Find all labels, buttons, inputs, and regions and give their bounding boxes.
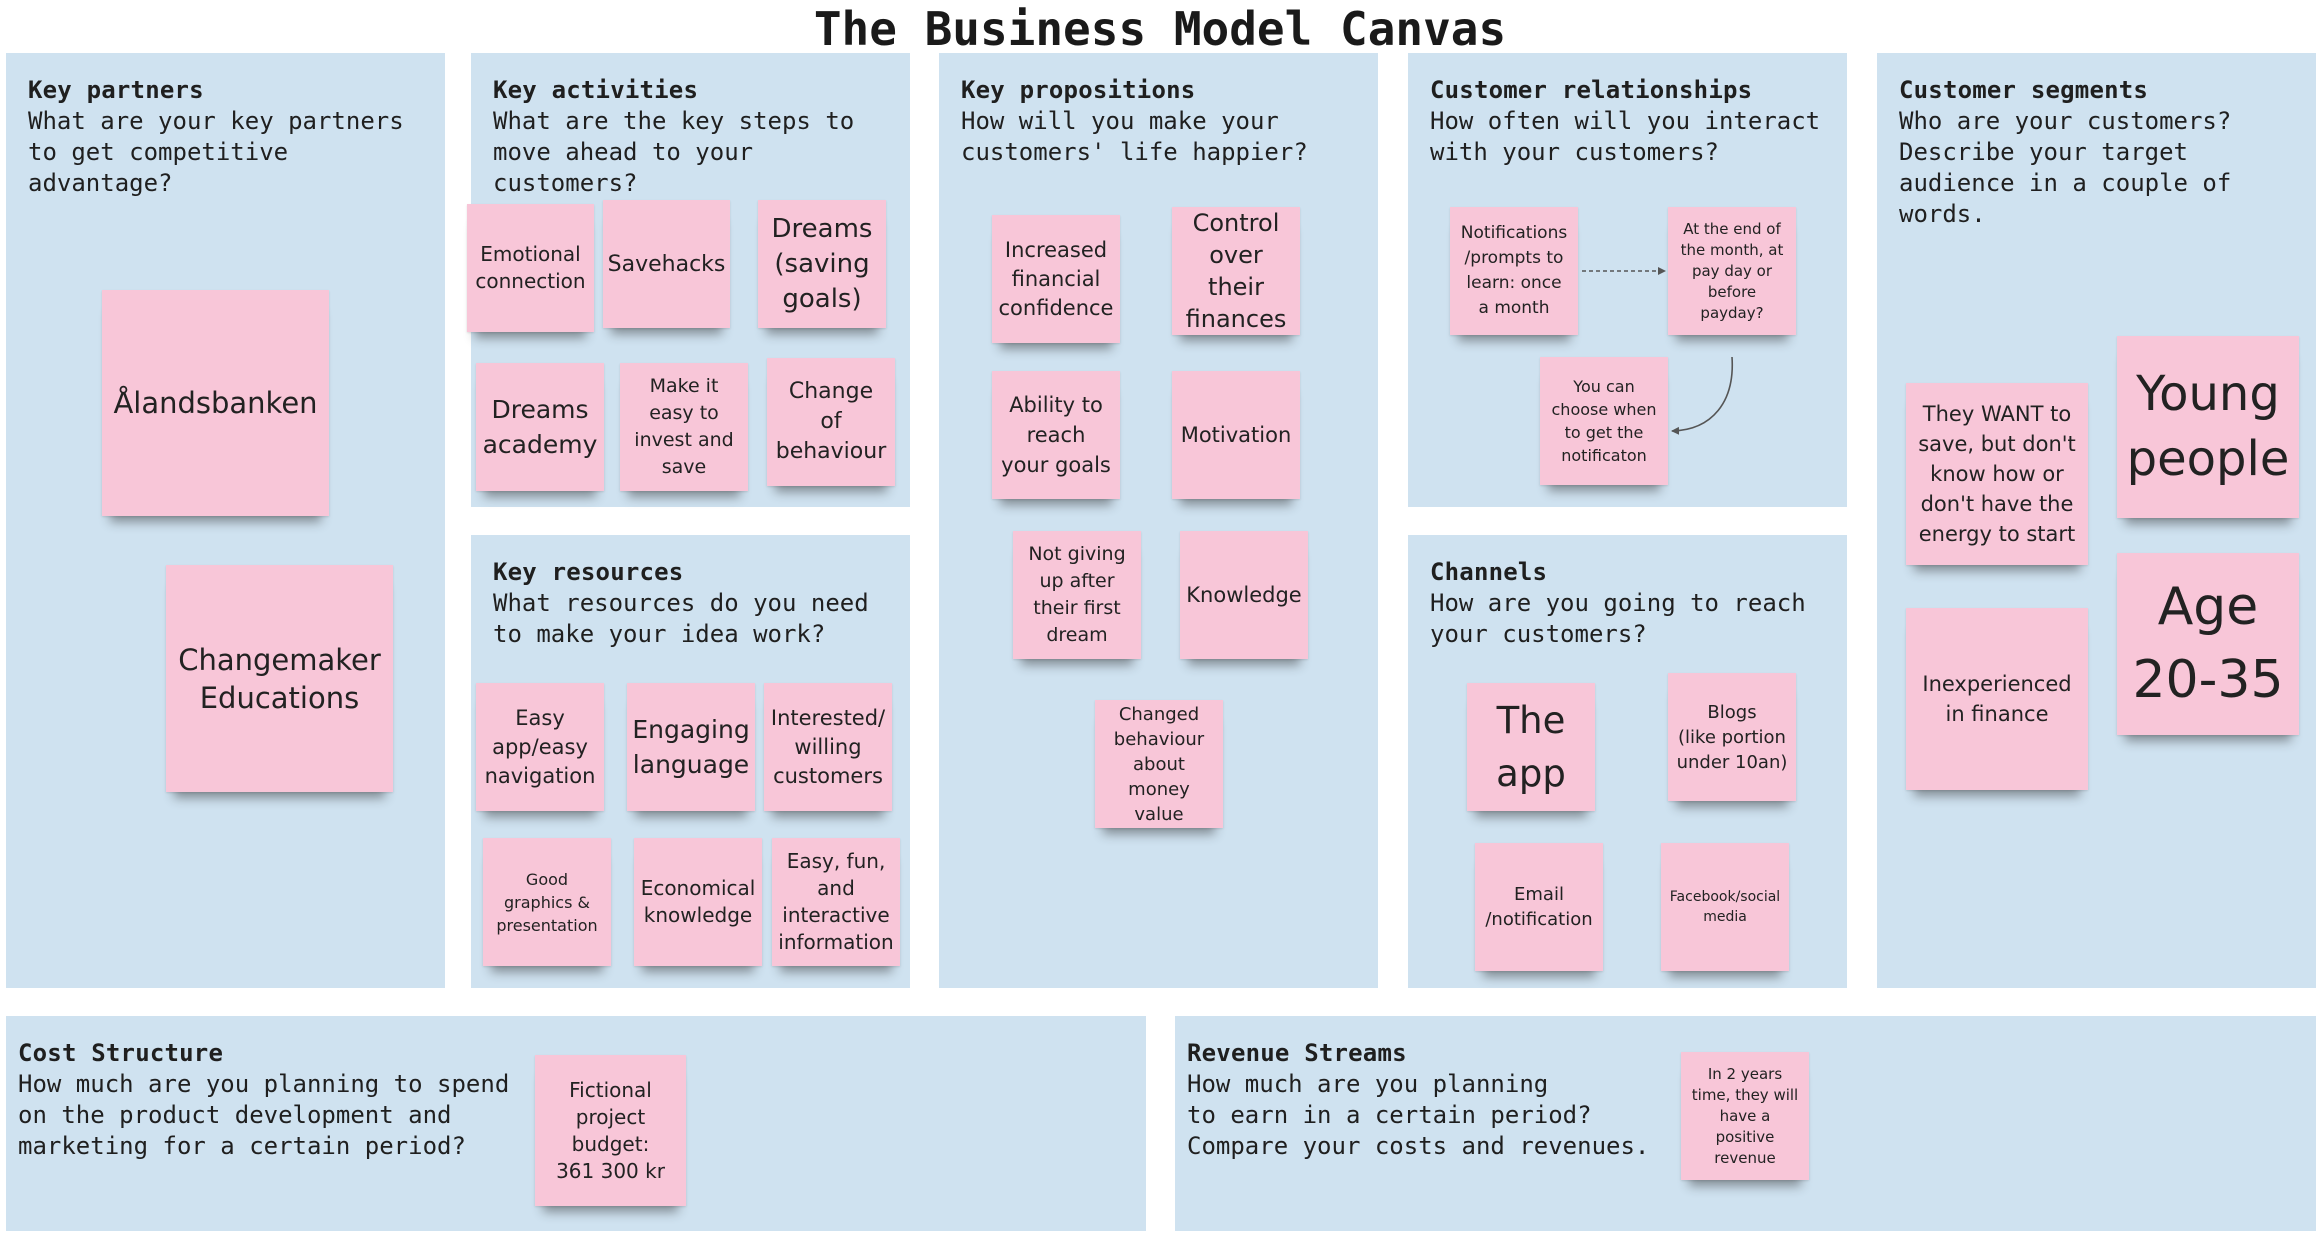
sticky-note[interactable]: Change of behaviour [767,358,895,486]
sticky-note[interactable]: Young people [2117,336,2299,518]
sticky-note[interactable]: At the end of the month, at pay day or b… [1668,207,1796,335]
sticky-note[interactable]: Dreams (saving goals) [758,200,886,328]
sticky-note[interactable]: Facebook/social media [1661,843,1789,971]
sticky-note[interactable]: Control over their finances [1172,207,1300,335]
section-prompt: Who are your customers? Describe your ta… [1899,107,2232,228]
sticky-note[interactable]: The app [1467,683,1595,811]
section-title: Key propositions [961,76,1196,104]
sticky-note[interactable]: Dreams academy [476,363,604,491]
section-prompt: How will you make your customers' life h… [961,107,1308,166]
section-prompt: What are your key partners to get compet… [28,107,404,197]
sticky-note[interactable]: Emotional connection [467,204,594,332]
sticky-note[interactable]: Ålandsbanken [102,290,329,516]
sticky-note[interactable]: Email /notification [1475,843,1603,971]
sticky-note[interactable]: They WANT to save, but don't know how or… [1906,383,2088,565]
section-prompt: How much are you planning to earn in a c… [1187,1070,1650,1160]
section-title: Cost Structure [18,1039,224,1067]
sticky-note[interactable]: Economical knowledge [634,838,762,966]
sticky-note[interactable]: Motivation [1172,371,1300,499]
sticky-note[interactable]: Engaging language [627,683,755,811]
sticky-note[interactable]: Inexperienced in finance [1906,608,2088,790]
section-prompt: How much are you planning to spend on th… [18,1070,510,1160]
section-customer-segments: Customer segments Who are your customers… [1877,53,2316,988]
sticky-note[interactable]: Fictional project budget: 361 300 kr [535,1055,686,1206]
section-title: Revenue Streams [1187,1039,1407,1067]
section-prompt: How often will you interact with your cu… [1430,107,1821,166]
sticky-note[interactable]: Savehacks [603,200,730,328]
sticky-note[interactable]: Notifications /prompts to learn: once a … [1450,207,1578,335]
sticky-note[interactable]: In 2 years time, they will have a positi… [1681,1052,1809,1180]
sticky-note[interactable]: Not giving up after their first dream [1013,531,1141,659]
section-title: Customer relationships [1430,76,1753,104]
sticky-note[interactable]: Changed behaviour about money value [1095,700,1223,828]
section-prompt: What resources do you need to make your … [493,589,869,648]
section-title: Key resources [493,558,684,586]
section-title: Key partners [28,76,204,104]
section-prompt: What are the key steps to move ahead to … [493,107,855,197]
section-title: Channels [1430,558,1548,586]
canvas-title: The Business Model Canvas [813,2,1507,56]
section-key-partners: Key partners What are your key partners … [6,53,445,988]
sticky-note[interactable]: Easy, fun, and interactive information [772,838,900,966]
sticky-note[interactable]: Interested/ willing customers [764,683,892,811]
sticky-note[interactable]: Easy app/easy navigation [476,683,604,811]
sticky-note[interactable]: Make it easy to invest and save [620,363,748,491]
section-key-propositions: Key propositions How will you make your … [939,53,1378,988]
section-prompt: How are you going to reach your customer… [1430,589,1806,648]
section-title: Key activities [493,76,699,104]
sticky-note[interactable]: Ability to reach your goals [992,371,1120,499]
sticky-note[interactable]: Increased financial confidence [992,215,1120,343]
sticky-note[interactable]: You can choose when to get the notificat… [1540,357,1668,485]
sticky-note[interactable]: Age 20-35 [2117,553,2299,735]
sticky-note[interactable]: Knowledge [1180,531,1308,659]
sticky-note[interactable]: Good graphics & presentation [483,838,611,966]
sticky-note[interactable]: Changemaker Educations [166,565,393,792]
section-title: Customer segments [1899,76,2149,104]
sticky-note[interactable]: Blogs (like portion under 10an) [1668,673,1796,801]
